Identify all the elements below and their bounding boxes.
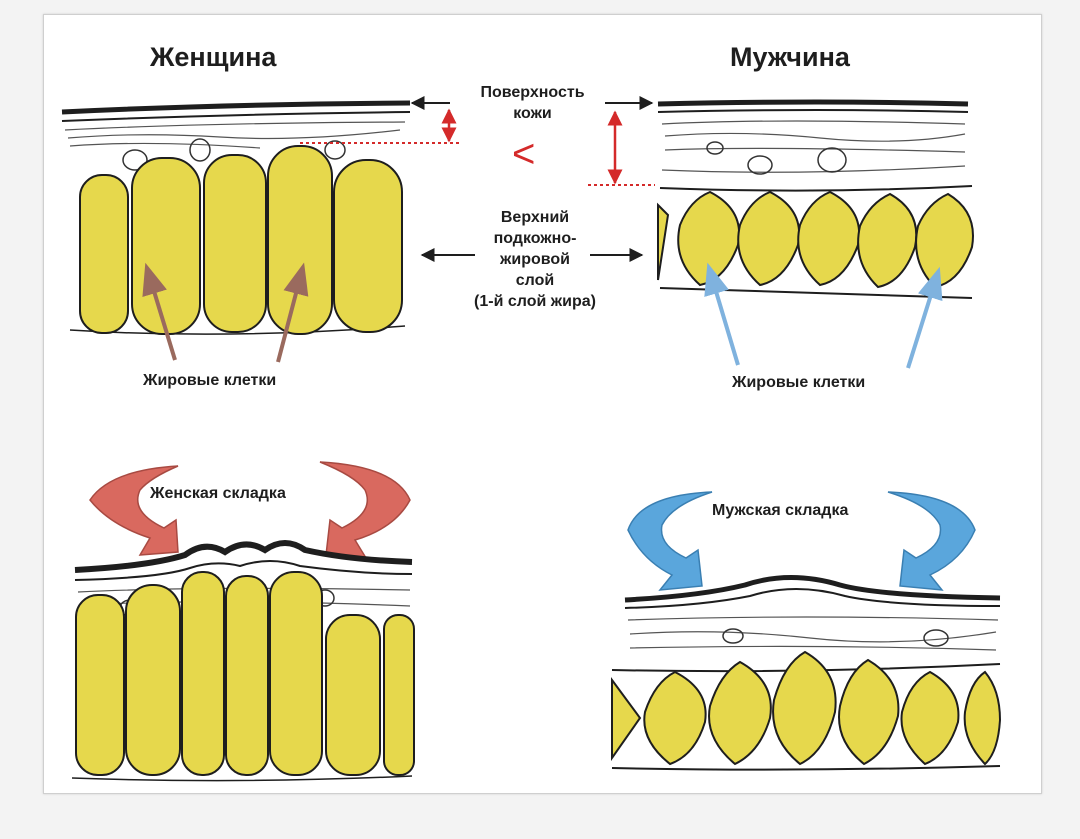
woman-fold-arrows: [89, 461, 411, 559]
fat-layer-label-line-2: подкожно-: [493, 230, 577, 247]
woman-title: Женщина: [150, 42, 277, 72]
woman-cell-pointer-right: [276, 262, 309, 363]
man-cell-pointer-right: [906, 266, 943, 369]
woman-skin-depth-marker: [300, 108, 462, 144]
fat-layer-label-line-1: Верхний: [500, 209, 570, 226]
man-fat-cells-label: Жировые клетки: [732, 374, 866, 391]
skin-surface-label: Поверхность кожи: [455, 82, 610, 124]
man-cell-pointer-left: [704, 262, 740, 366]
fat-layer-label-line-4: слой: [515, 272, 555, 289]
man-title: Мужчина: [730, 42, 850, 72]
woman-fat-cells: [79, 145, 403, 335]
fat-layer-label-line-5: (1-й слой жира): [474, 293, 596, 310]
woman-cell-pointer-left: [142, 262, 177, 361]
man-fat-cells: [657, 190, 974, 289]
comparison-sign: <: [512, 132, 536, 176]
man-fold-label: Мужская складка: [712, 502, 849, 519]
fat-layer-label: Верхний подкожно- жировой слой (1-й слой…: [440, 207, 630, 312]
woman-fat-cells-label: Жировые клетки: [143, 372, 277, 389]
man-skin-depth-marker: [588, 110, 655, 186]
woman-fold-label: Женская складка: [150, 485, 286, 502]
woman-fold-fat-cells: [75, 571, 415, 776]
man-fold-fat-cells: [611, 650, 1002, 766]
fat-layer-label-line-3: жировой: [500, 251, 570, 268]
skin-surface-label-line-1: Поверхность: [480, 84, 585, 101]
man-fold-arrows: [627, 491, 976, 591]
skin-surface-label-line-2: кожи: [513, 105, 552, 122]
